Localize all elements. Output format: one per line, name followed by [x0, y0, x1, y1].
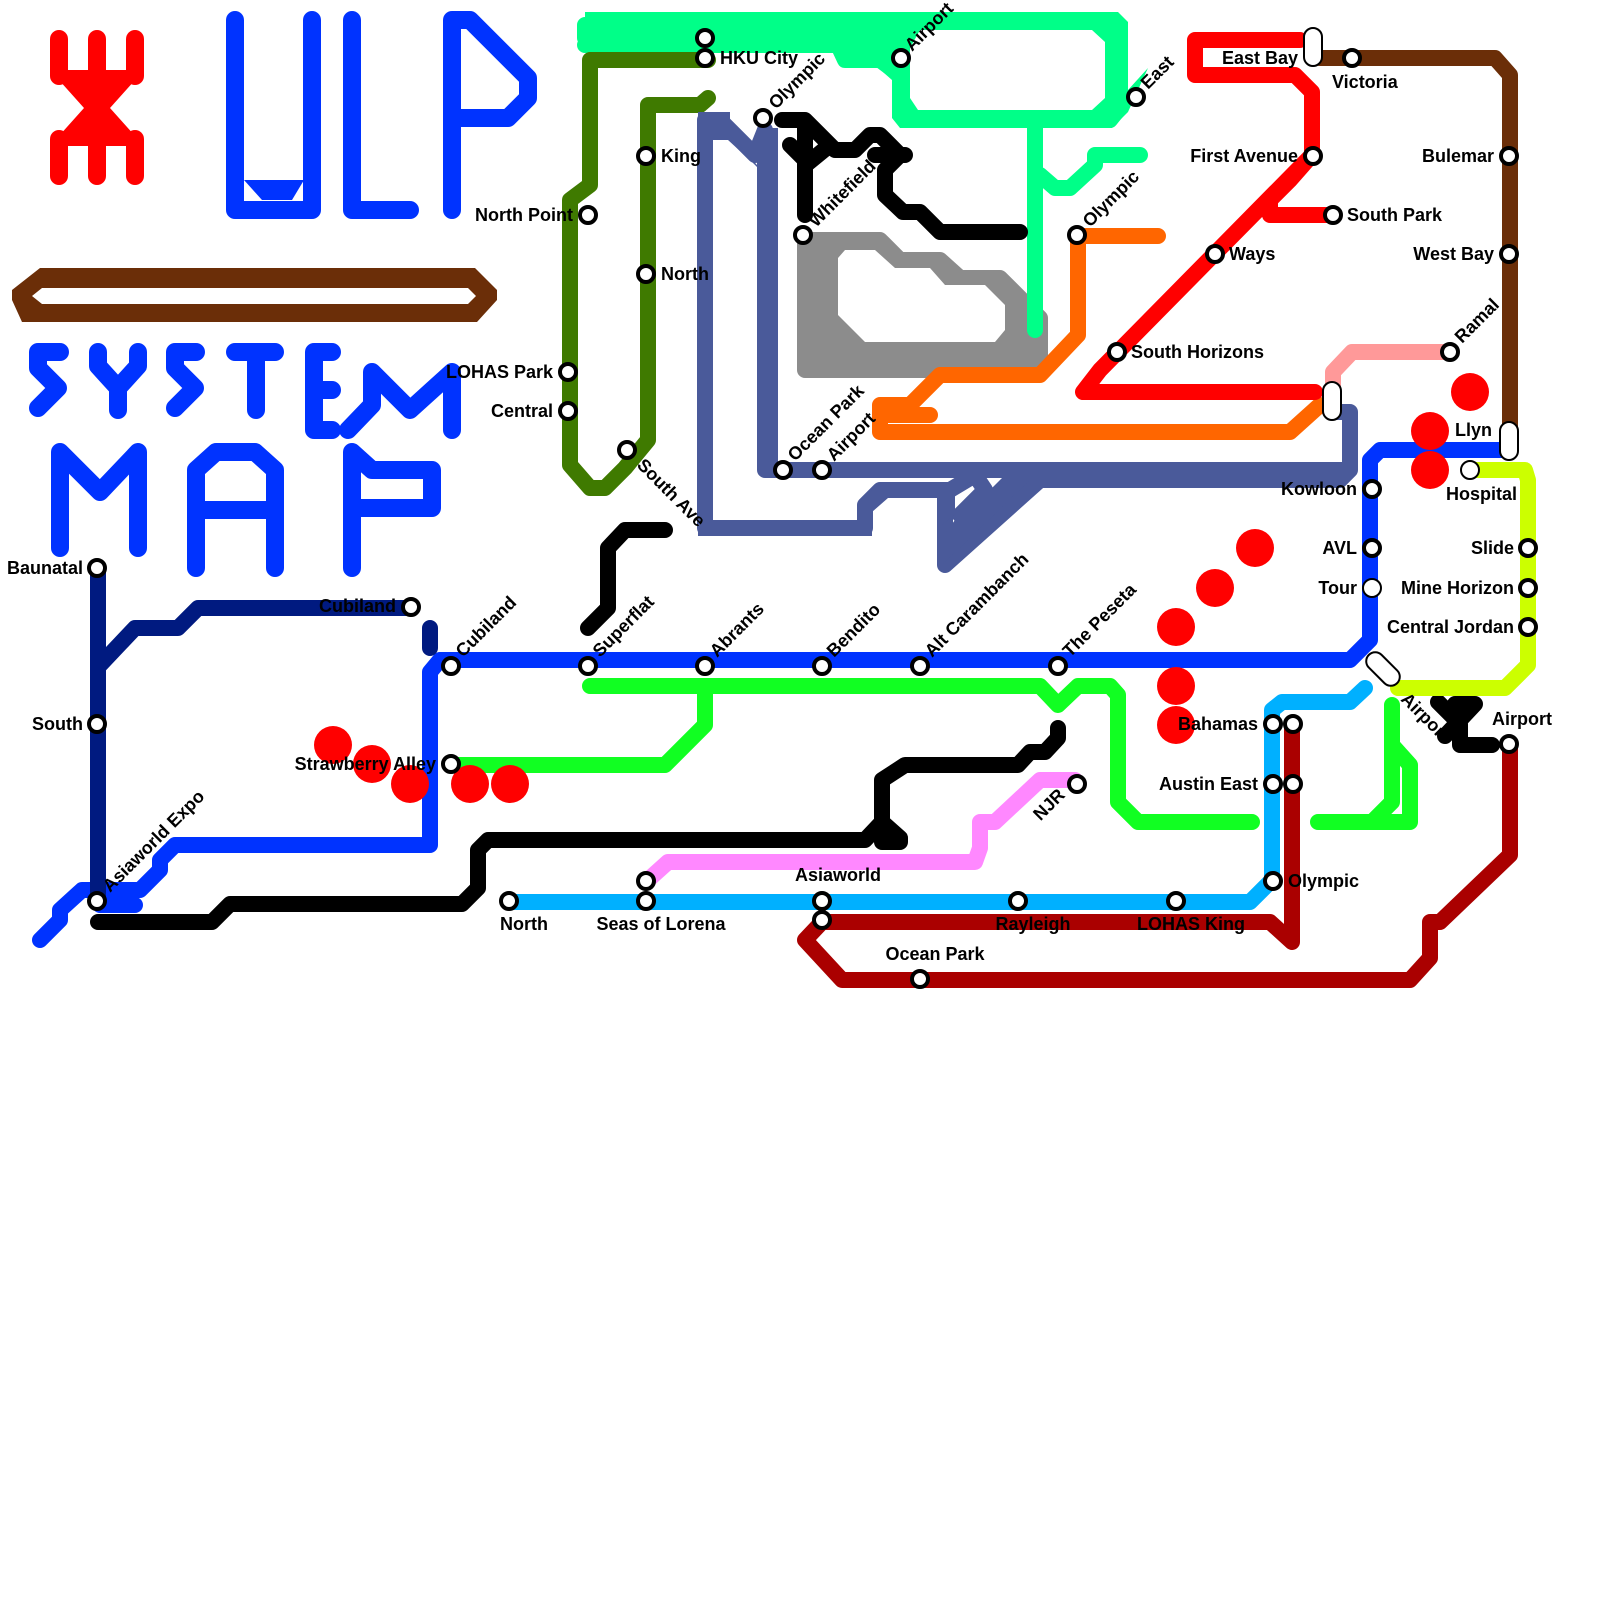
station-label: North Point — [475, 205, 573, 225]
station-label: Olympic — [1288, 871, 1359, 891]
station-label: Asiaworld — [795, 865, 881, 885]
station-label: HKU City — [720, 48, 798, 68]
station-label: South Horizons — [1131, 342, 1264, 362]
station-label: Whitefield — [805, 156, 880, 231]
station-label: Central — [491, 401, 553, 421]
title-bar — [12, 268, 497, 322]
station-label: Victoria — [1332, 72, 1399, 92]
station-label: First Avenue — [1190, 146, 1298, 166]
logo-letter-p — [452, 20, 528, 210]
station-label: Llyn — [1455, 420, 1492, 440]
station-label: LOHAS Park — [446, 362, 554, 382]
station-label: Baunatal — [7, 558, 83, 578]
line-pink — [1333, 352, 1450, 385]
station-label: Strawberry Alley — [295, 754, 436, 774]
station-label: Cubiland — [452, 592, 521, 661]
station-label: Central Jordan — [1387, 617, 1514, 637]
logo-letter-l — [352, 20, 410, 210]
station-label: Seas of Lorena — [596, 914, 726, 934]
station-label: East Bay — [1222, 48, 1298, 68]
station-label: Ocean Park — [885, 944, 985, 964]
title-logo — [12, 20, 528, 568]
station-label: Slide — [1471, 538, 1514, 558]
ulp-logo-icon — [50, 30, 144, 185]
station-label: Austin East — [1159, 774, 1258, 794]
station-label: South Park — [1347, 205, 1443, 225]
station-label: AVL — [1322, 538, 1357, 558]
station-label: Cubiland — [319, 596, 396, 616]
station-label: Hospital — [1446, 484, 1517, 504]
station-label: North — [500, 914, 548, 934]
station-label: Tour — [1318, 578, 1357, 598]
station-label: Kowloon — [1281, 479, 1357, 499]
station-label: Bulemar — [1422, 146, 1494, 166]
station-label: West Bay — [1413, 244, 1494, 264]
station-label: Ways — [1229, 244, 1275, 264]
station-label: Bendito — [823, 599, 885, 661]
station-label: LOHAS King — [1137, 914, 1245, 934]
station-label: Abrants — [706, 599, 768, 661]
station-label: The Peseta — [1059, 579, 1141, 661]
station-label: Airport — [1492, 709, 1552, 729]
station-label: East — [1137, 52, 1178, 93]
station-label: South — [32, 714, 83, 734]
station-label: Ramal — [1451, 294, 1503, 346]
logo-word-map — [60, 452, 432, 568]
station-label: King — [661, 146, 701, 166]
station-label: Bahamas — [1178, 714, 1258, 734]
station-label: North — [661, 264, 709, 284]
station-label: Mine Horizon — [1401, 578, 1514, 598]
logo-word-system — [38, 352, 452, 430]
line-black-s — [98, 702, 1492, 922]
station-label: Rayleigh — [995, 914, 1070, 934]
